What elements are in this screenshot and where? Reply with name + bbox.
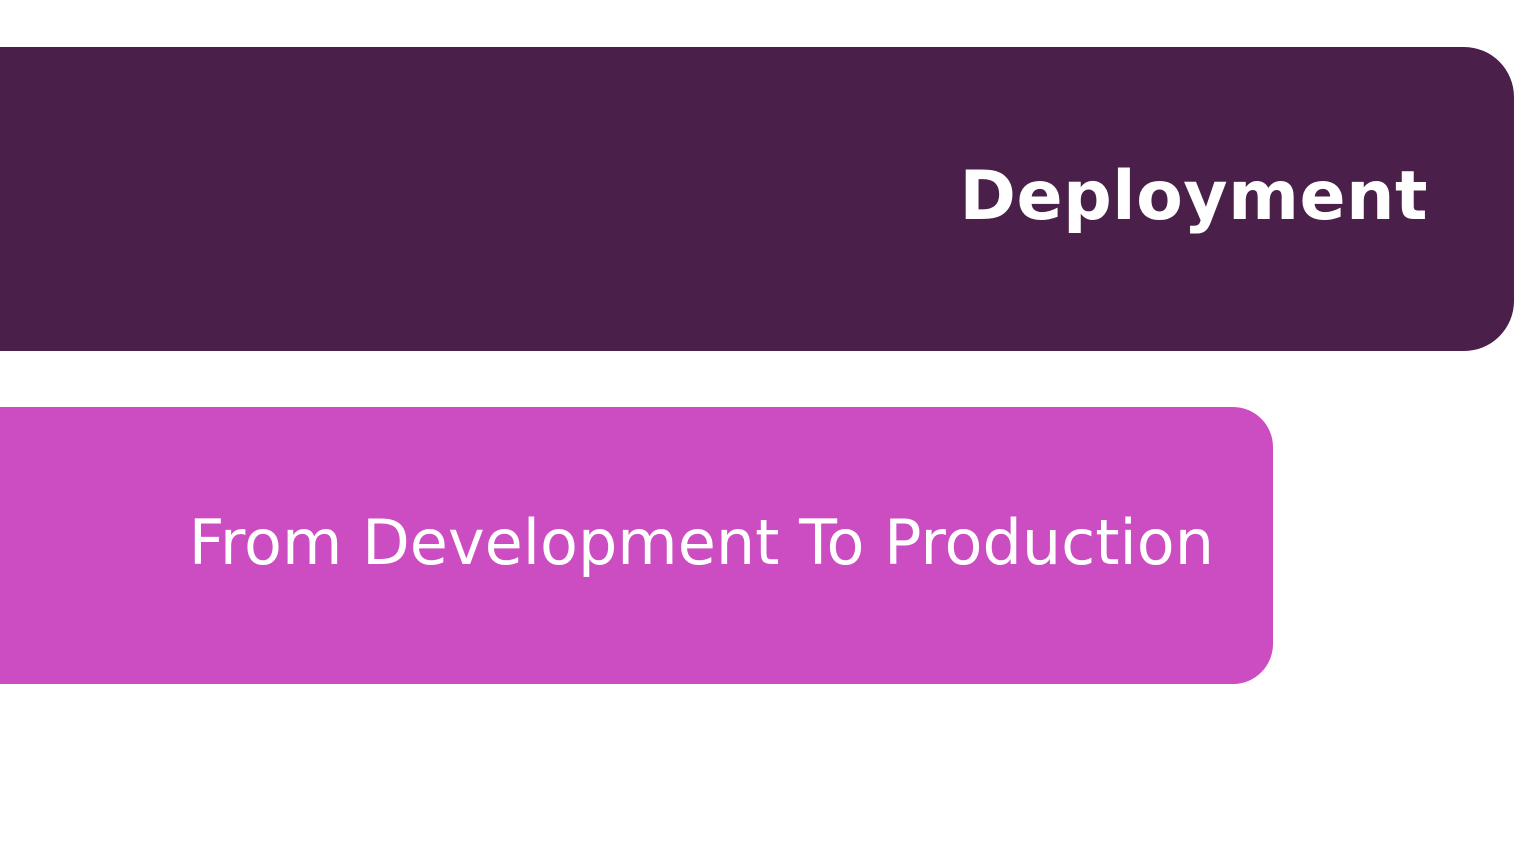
title-banner: Deployment	[0, 47, 1514, 351]
slide-title: Deployment	[959, 156, 1428, 236]
subtitle-banner: From Development To Production	[0, 407, 1273, 684]
slide-subtitle: From Development To Production	[188, 506, 1214, 579]
